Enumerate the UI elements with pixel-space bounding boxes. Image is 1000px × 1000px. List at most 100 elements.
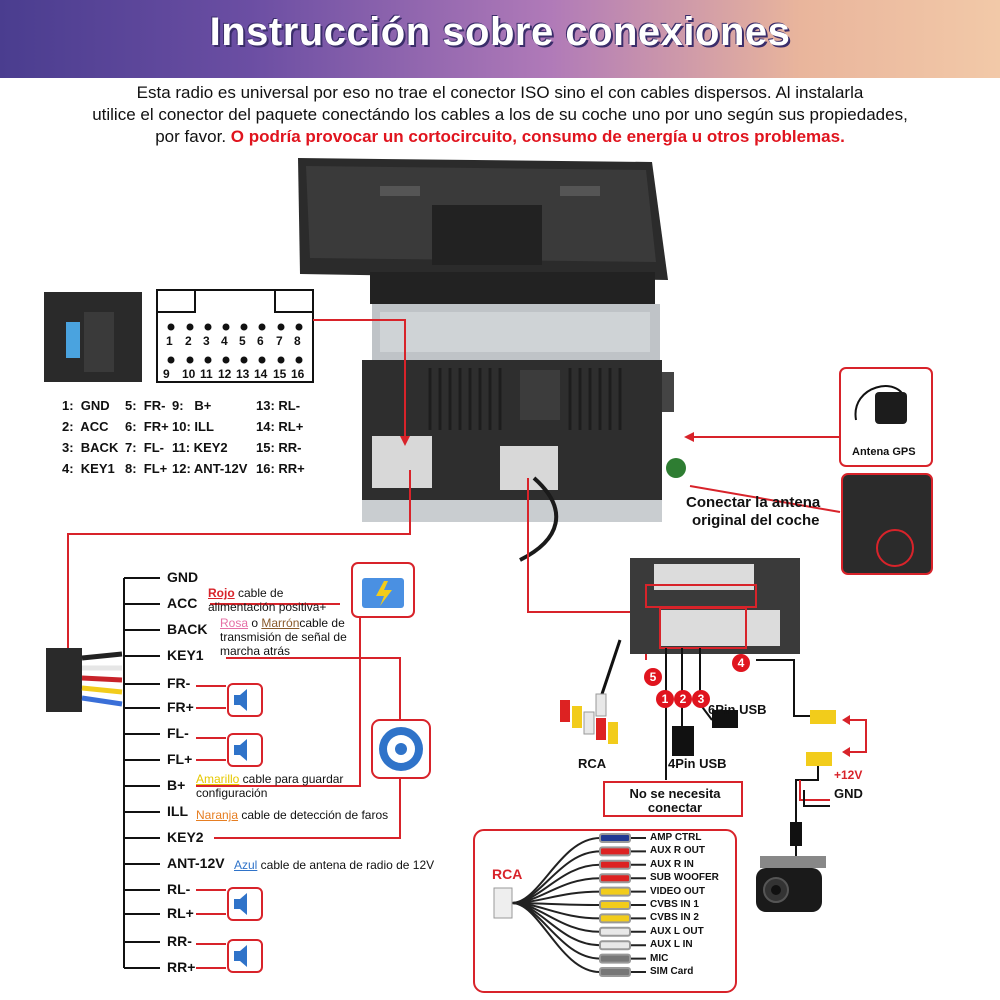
- pin-legend-item: 2: ACC: [62, 419, 109, 434]
- pin-number: 16: [291, 367, 305, 381]
- pin-number: 5: [239, 334, 246, 348]
- wire-label: FL-: [167, 725, 189, 741]
- note-back-text1: cable de: [299, 616, 345, 630]
- rca-plug: [599, 833, 631, 843]
- rca-item-label: SIM Card: [650, 966, 694, 977]
- number-circle: 1: [656, 690, 674, 708]
- wire-label: GND: [167, 569, 199, 585]
- rca-plug: [599, 873, 631, 884]
- antenna-photo: [841, 473, 933, 575]
- pin-legend-item: 16: RR+: [256, 461, 305, 476]
- note-b-color: Amarillo: [196, 772, 240, 786]
- note-acc-color: Rojo: [208, 586, 235, 600]
- wire-label: RR+: [167, 959, 196, 975]
- note-ant-text: cable de antena de radio de 12V: [257, 858, 435, 872]
- note-back-color1: Rosa: [220, 616, 249, 630]
- note-back: Rosa o Marróncable de transmisión de señ…: [220, 616, 347, 658]
- note-ill-color: Naranja: [196, 808, 239, 822]
- wire-label: FR+: [167, 699, 194, 715]
- intro-warning: O podría provocar un cortocircuito, cons…: [230, 127, 845, 146]
- note-back-o: o: [248, 616, 262, 630]
- plus12v-label: +12V: [834, 768, 863, 782]
- pin-legend-item: 12: ANT-12V: [172, 461, 248, 476]
- rca-small-harness: [560, 639, 622, 744]
- rca-plug: [599, 886, 631, 897]
- page-title: Instrucción sobre conexiones: [209, 10, 791, 54]
- note-back-color2: Marrón: [261, 616, 300, 630]
- speaker-icons: [227, 683, 263, 973]
- rca-small-label: RCA: [578, 756, 607, 771]
- pin-number: 7: [276, 334, 283, 348]
- wire-label: RL-: [167, 881, 191, 897]
- pin-legend-item: 13: RL-: [256, 398, 301, 413]
- rca-box-label: RCA: [492, 866, 523, 882]
- note-ill: Naranja cable de detección de faros: [196, 808, 388, 822]
- note-ant: Azul cable de antena de radio de 12V: [234, 858, 434, 872]
- pin-legend-item: 10: ILL: [172, 419, 214, 434]
- pin-number: 12: [218, 367, 232, 381]
- wire-harness: [46, 648, 123, 712]
- radio-screen: [298, 158, 668, 280]
- rca-item-label: MIC: [650, 952, 669, 964]
- pin-number: 14: [254, 367, 268, 381]
- note-back-text2: transmisión de señal de: [220, 630, 347, 644]
- rca-plug: [599, 900, 631, 910]
- no-need-label-2: conectar: [647, 800, 703, 815]
- rca-plug: [599, 926, 631, 937]
- wire-label: FL+: [167, 751, 193, 767]
- pin-legend-item: 15: RR-: [256, 440, 302, 455]
- rca-plug: [599, 953, 631, 964]
- pin-legend-item: 9: B+: [172, 398, 212, 413]
- rca-item-label: SUB WOOFER: [650, 872, 719, 884]
- rca-item-label: VIDEO OUT: [650, 885, 706, 897]
- wire-label: KEY2: [167, 829, 204, 845]
- rca-item-label: CVBS IN 1: [650, 899, 699, 910]
- rca-wire: [511, 902, 646, 973]
- rca-plug: [599, 859, 631, 870]
- pin-number: 8: [294, 334, 301, 348]
- rca-plug: [599, 940, 631, 951]
- rca-item-label: CVBS IN 2: [650, 912, 699, 924]
- pin-legend-item: 1: GND: [62, 398, 110, 413]
- wire-label: FR-: [167, 675, 191, 691]
- pin-legend-item: 4: KEY1: [62, 461, 115, 476]
- radio-chassis: [362, 272, 686, 522]
- pin-legend-item: 7: FL-: [125, 440, 164, 455]
- pin-legend-item: 11: KEY2: [172, 440, 228, 455]
- note-b: Amarillo cable para guardar configuració…: [196, 772, 343, 800]
- pin-number: 6: [257, 334, 264, 348]
- wire-label: ANT-12V: [167, 855, 225, 871]
- pin-legend-item: 5: FR-: [125, 398, 166, 413]
- pin-number: 3: [203, 334, 210, 348]
- usb4-label: 4Pin USB: [668, 756, 727, 771]
- rca-item-label: AUX R OUT: [650, 845, 705, 857]
- note-b-text1: cable para guardar: [239, 772, 344, 786]
- usb6-label: 6Pin USB: [708, 702, 767, 717]
- antenna-label-1: Conectar la antena: [686, 494, 821, 511]
- note-b-text2: configuración: [196, 786, 268, 800]
- number-circle: 2: [674, 690, 692, 708]
- no-need-label-1: No se necesita: [629, 786, 721, 801]
- gps-label: Antena GPS: [852, 446, 916, 458]
- pin-legend-item: 14: RL+: [256, 419, 304, 434]
- intro-line-1: Esta radio es universal por eso no trae …: [136, 83, 864, 102]
- pin-legend-item: 8: FL+: [125, 461, 168, 476]
- pin-number: 9: [163, 367, 170, 381]
- number-circle: 3: [692, 690, 710, 708]
- rca-item-label: AUX L OUT: [650, 925, 704, 937]
- wire-label: KEY1: [167, 647, 204, 663]
- note-back-text3: marcha atrás: [220, 644, 291, 658]
- rca-box: [473, 829, 737, 993]
- wire-label: BACK: [167, 621, 208, 637]
- rca-plug: [599, 967, 631, 977]
- wire-label: ACC: [167, 595, 198, 611]
- intro-line-3: por favor. O podría provocar un cortocir…: [0, 127, 1000, 147]
- wire-label: RL+: [167, 905, 194, 921]
- intro-line-2: utilice el conector del paquete conectán…: [92, 105, 908, 124]
- pin-number: 11: [200, 367, 213, 381]
- gnd-cam-label: GND: [834, 786, 863, 801]
- pin-number: 13: [236, 367, 250, 381]
- wire-label: B+: [167, 777, 186, 793]
- wire-label: ILL: [167, 803, 188, 819]
